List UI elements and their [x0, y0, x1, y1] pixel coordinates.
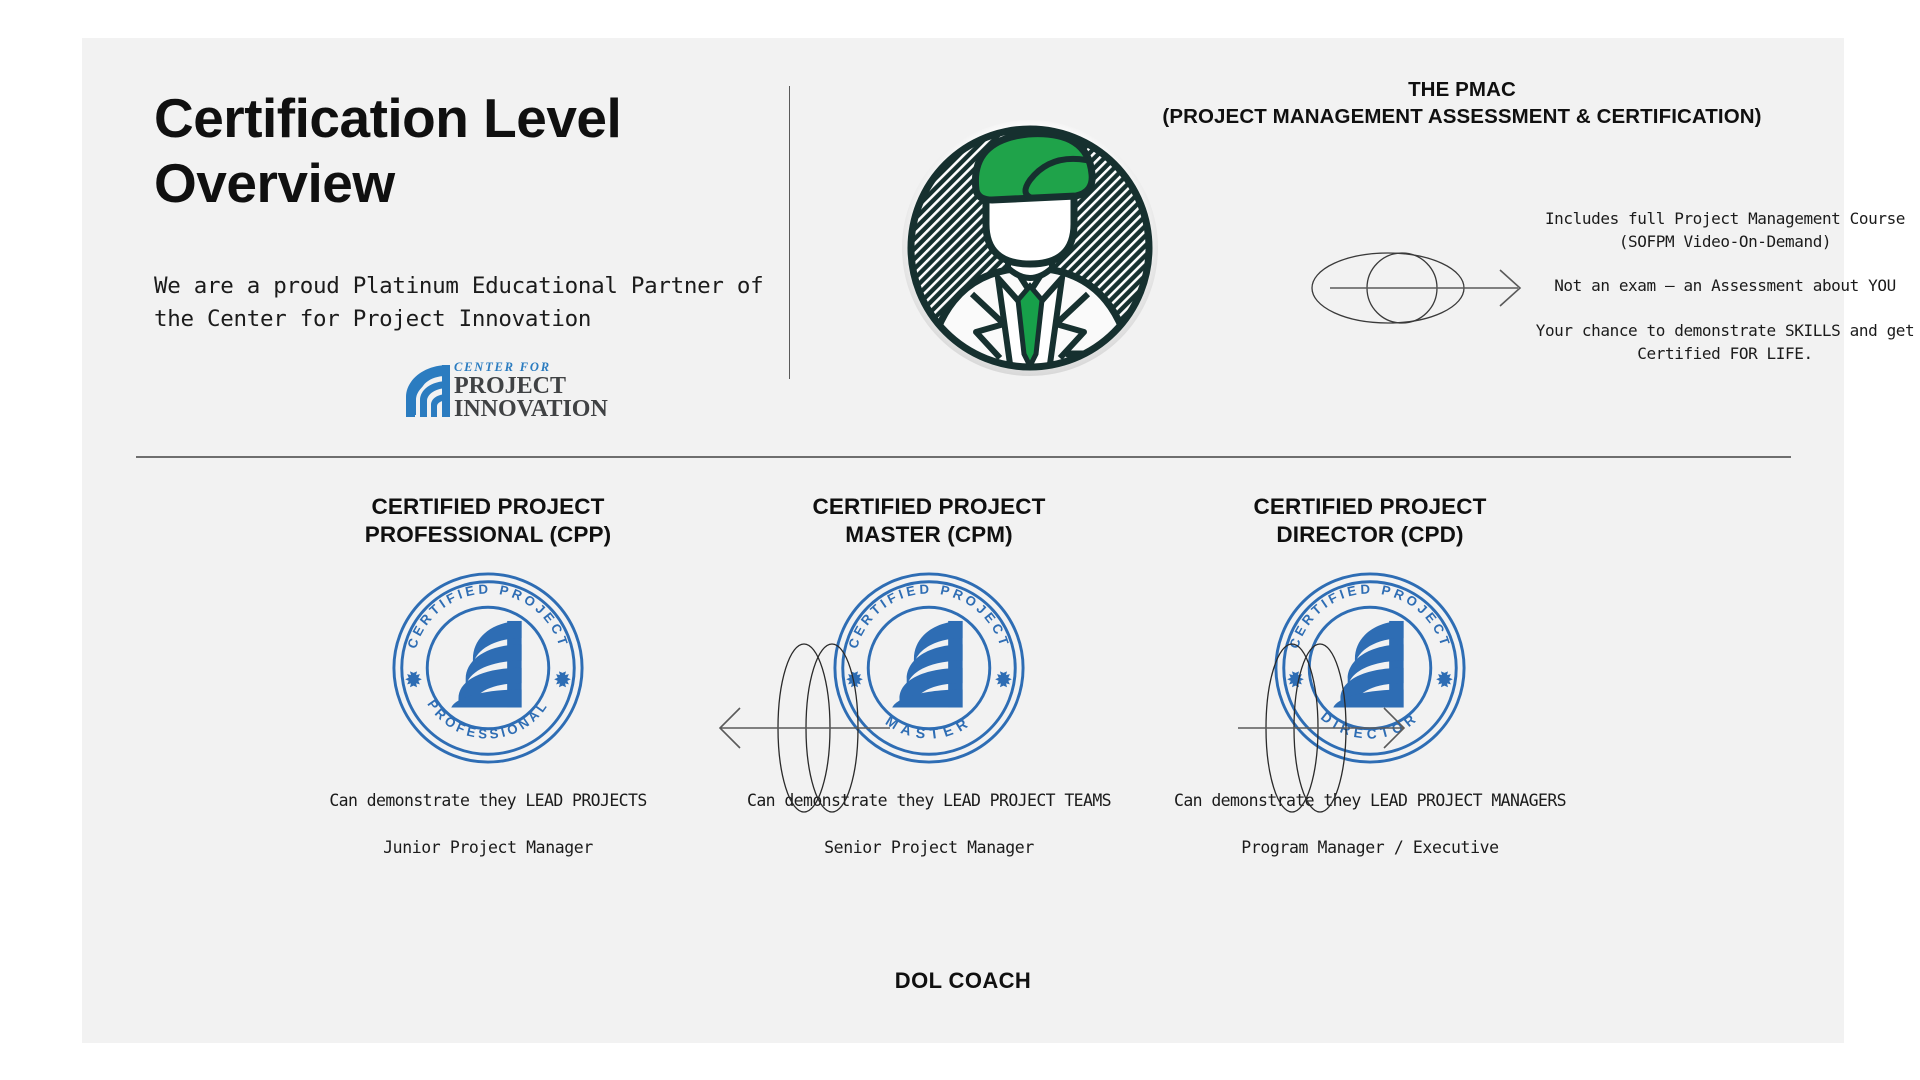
pmac-heading: THE PMAC (PROJECT MANAGEMENT ASSESSMENT …	[1092, 76, 1832, 131]
level-title-cpd-line1: CERTIFIED PROJECT	[1253, 494, 1487, 519]
level-title-cpm-line2: MASTER (CPM)	[845, 522, 1013, 548]
level-role-cpm: Senior Project Manager	[824, 837, 1034, 857]
professional-avatar-icon	[902, 120, 1158, 376]
level-title-cpd: CERTIFIED PROJECT DIRECTOR (CPD)	[1160, 493, 1580, 550]
cpi-swoosh-icon	[406, 365, 450, 417]
center-for-project-innovation-logo: CENTER FOR PROJECT INNOVATION	[402, 360, 608, 421]
connector-arrow-left-icon	[718, 643, 890, 813]
level-title-cpm: CERTIFIED PROJECT MASTER (CPM)	[719, 493, 1139, 550]
pmac-heading-line1: THE PMAC	[1408, 78, 1516, 101]
level-description-cpd: Can demonstrate they LEAD PROJECT MANAGE…	[1173, 790, 1567, 810]
partner-statement: We are a proud Platinum Educational Part…	[154, 273, 764, 333]
cpi-logo-line2: PROJECT	[454, 372, 567, 399]
level-description-cpp: Can demonstrate they LEAD PROJECTS	[329, 790, 647, 810]
page-title: Certification Level Overview	[154, 87, 622, 214]
footer-brand: DOL COACH	[894, 968, 1032, 993]
connector-arrow-right-icon	[1238, 643, 1406, 813]
pmac-arrow-icon	[1311, 252, 1522, 324]
header-vertical-divider	[789, 86, 790, 379]
level-role-cpd: Program Manager / Executive	[1241, 837, 1499, 857]
level-title-cpd-line2: DIRECTOR (CPD)	[1276, 522, 1464, 548]
level-column-cpm[interactable]: CERTIFIED PROJECT MASTER (CPM) CERTIFIED…	[719, 493, 1139, 857]
level-column-cpp[interactable]: CERTIFIED PROJECT PROFESSIONAL (CPP) CER…	[278, 493, 698, 857]
level-title-cpp-line1: CERTIFIED PROJECT	[371, 494, 605, 519]
header-horizontal-divider	[136, 456, 1791, 458]
pmac-benefit-3: Your chance to demonstrate SKILLS and ge…	[1535, 321, 1915, 363]
pmac-benefit-1: Includes full Project Management Course …	[1544, 209, 1906, 251]
level-title-cpp-line2: PROFESSIONAL (CPP)	[364, 522, 612, 548]
level-role-cpp: Junior Project Manager	[383, 837, 593, 857]
cpi-logo-line3: INNOVATION	[454, 396, 608, 423]
certification-levels-section: CERTIFIED PROJECT PROFESSIONAL (CPP) CER…	[82, 493, 1844, 923]
badge-cpp-icon[interactable]: CERTIFIED PROJECT PROFESSIONAL	[390, 570, 586, 766]
cpi-logo-line1: CENTER FOR	[454, 360, 551, 374]
cpi-logo-text: CENTER FOR PROJECT INNOVATION	[454, 360, 608, 423]
level-title-cpp: CERTIFIED PROJECT PROFESSIONAL (CPP)	[278, 493, 698, 550]
pmac-benefits-list: Includes full Project Management Course …	[1520, 208, 1920, 366]
level-description-cpm: Can demonstrate they LEAD PROJECT TEAMS	[746, 790, 1112, 810]
level-column-cpd[interactable]: CERTIFIED PROJECT DIRECTOR (CPD) CERTIFI…	[1160, 493, 1580, 857]
level-title-cpm-line1: CERTIFIED PROJECT	[812, 494, 1046, 519]
pmac-benefit-2: Not an exam – an Assessment about YOU	[1554, 276, 1896, 296]
slide-canvas: Certification Level Overview We are a pr…	[82, 38, 1915, 1043]
pmac-heading-line2: (PROJECT MANAGEMENT ASSESSMENT & CERTIFI…	[1162, 105, 1762, 129]
header-section: Certification Level Overview We are a pr…	[82, 38, 1915, 458]
badge-cpd-icon[interactable]: CERTIFIED PROJECT DIRECTOR	[1272, 570, 1468, 766]
badge-cpm-icon[interactable]: CERTIFIED PROJECT MASTER	[831, 570, 1027, 766]
